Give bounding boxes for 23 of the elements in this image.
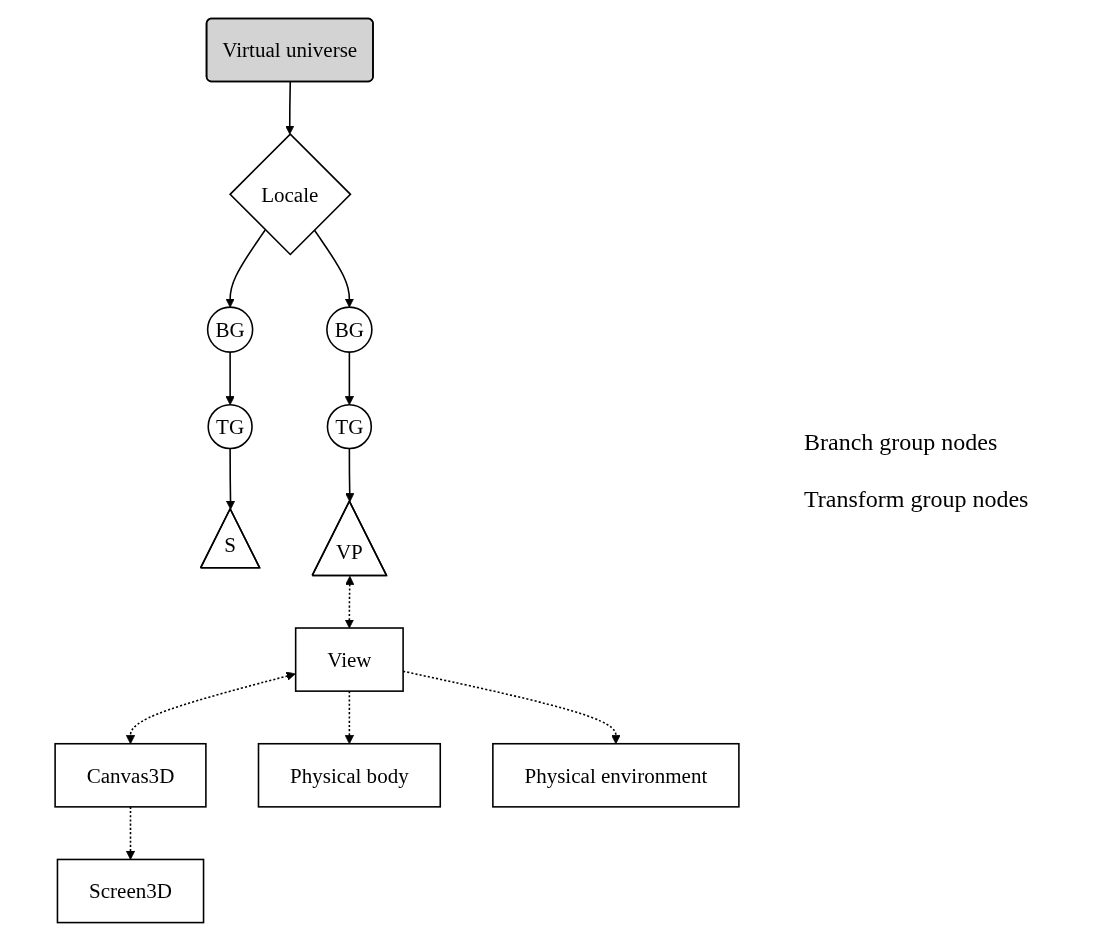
node-box: View — [294, 627, 404, 692]
arrow — [225, 229, 266, 308]
arrow — [285, 81, 295, 135]
arrow — [225, 447, 236, 510]
node-circle: BG — [206, 306, 254, 353]
node-circle: BG — [326, 306, 373, 353]
note-text: Branch group nodes — [804, 428, 999, 456]
arrow — [344, 351, 354, 406]
arrow — [344, 575, 355, 629]
node-circle: TG — [207, 403, 253, 450]
arrow — [125, 671, 296, 745]
node-box: Canvas3D — [54, 742, 207, 808]
node-box: Physical environment — [492, 742, 740, 808]
arrow — [344, 690, 354, 745]
node-box: Screen3D — [56, 858, 205, 924]
arrow — [225, 351, 235, 406]
node-box: Physical body — [257, 742, 442, 808]
arrow — [313, 229, 354, 308]
node-circle: TG — [326, 403, 373, 450]
arrow — [125, 806, 136, 860]
note-text: Transform group nodes — [804, 485, 1030, 513]
node-diamond: Locale — [229, 133, 352, 256]
arrow — [345, 447, 355, 503]
